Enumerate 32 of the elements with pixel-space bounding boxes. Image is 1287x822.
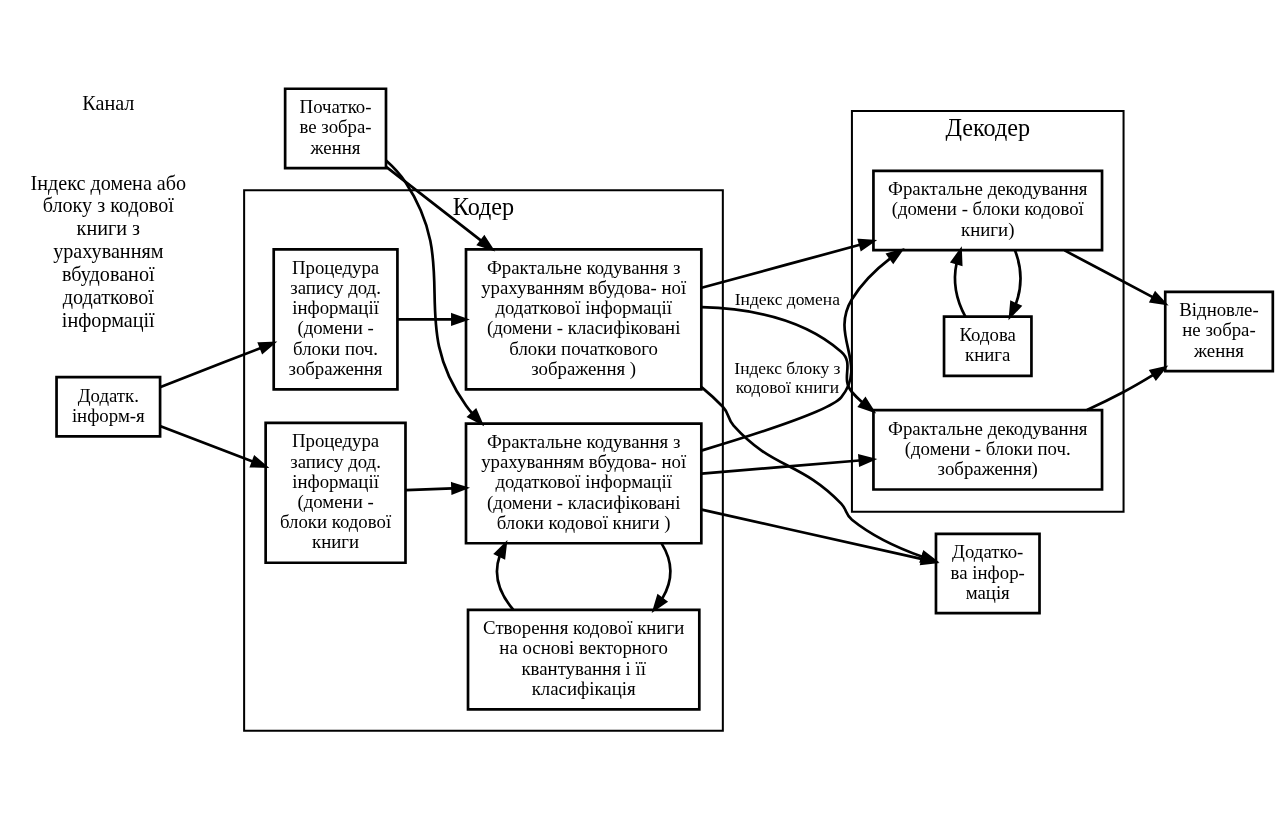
arrow (493, 539, 515, 611)
arrow (701, 238, 878, 289)
arrow (160, 424, 270, 468)
arrow (385, 159, 485, 426)
arrow (651, 542, 672, 613)
node-box: Початко- ве зобра- ження (283, 86, 388, 169)
node-box: Процедура запису дод. інформації (домени - блоки поч. зображення (272, 247, 399, 391)
node-box: Фрактальне декодування (домени - блоки кодової книги) (872, 168, 1104, 251)
arrow (1063, 248, 1169, 306)
arrow (397, 312, 470, 326)
node-box: Додатко- ва інфор- мація (934, 532, 1041, 615)
node-box: Відновле- не зобра- ження (1163, 289, 1275, 372)
arrow (949, 245, 967, 317)
node-box: Фрактальне кодування з урахуванням вбудова- ної додаткової інформації (домени - класифіковані блоки початкового зображення ) (464, 247, 703, 391)
arrow (160, 341, 278, 388)
node-box: Додатк. інформ-я (55, 375, 162, 438)
label: Індекс домена або блоку з кодової книги з урахуванням вбудованої додаткової інформації (30, 171, 187, 331)
edge-label: Індекс домена (734, 288, 840, 309)
label: Канал (82, 91, 135, 114)
arrow (385, 165, 496, 252)
node-box: Кодова книга (942, 314, 1033, 377)
arrow (701, 453, 878, 475)
arrow (700, 247, 905, 452)
node-box: Фрактальне кодування з урахуванням вбудова- ної додаткової інформації (домени - класифіковані блоки кодової книги ) (464, 421, 703, 545)
edge-label: Індекс блоку з кодової книги (734, 357, 841, 397)
arrow (1008, 249, 1023, 320)
arrow (405, 481, 471, 495)
arrow (701, 305, 877, 413)
arrow (1086, 364, 1169, 411)
node-box: Створення кодової книги на основі векторного квантування і її класифікація (466, 608, 701, 711)
node-box: Процедура запису дод. інформації (домени - блоки кодової книги (264, 421, 407, 564)
node-box: Фрактальне декодування (домени - блоки поч. зображення) (872, 408, 1104, 491)
